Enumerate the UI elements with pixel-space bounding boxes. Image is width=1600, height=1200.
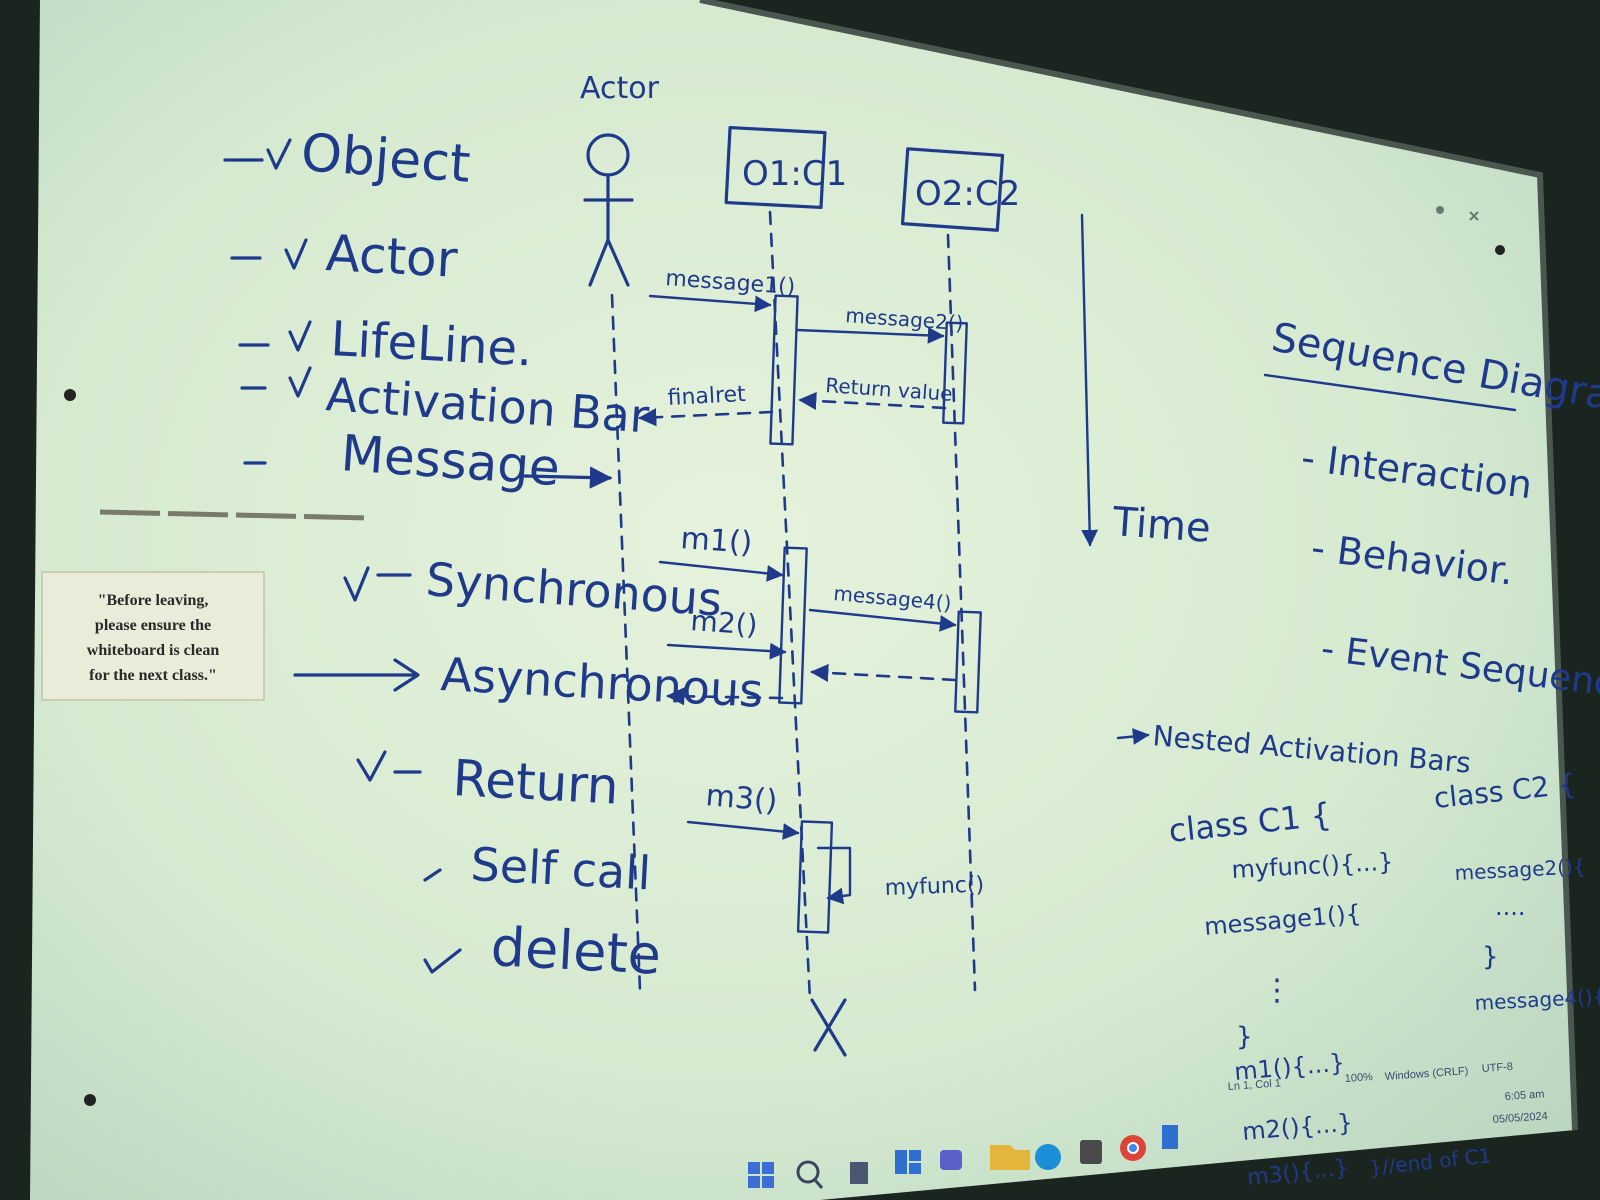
object2-label: O2:C2 [915,174,1020,214]
separator-line [99,509,371,521]
arrow-message1 [648,294,772,313]
task-view-icon [850,1162,868,1184]
edge-icon [1035,1144,1061,1170]
arrow-final-ret [638,408,774,427]
label-time: Time [1110,499,1212,552]
time-arrow [1080,213,1099,547]
object1-label: O1:C1 [742,154,847,194]
arrow-async-return [666,687,784,706]
arrow-message2 [795,326,945,344]
arrow-m3 [686,820,800,840]
code-dots2: .... [1495,893,1526,921]
list-actor: Actor [324,224,459,289]
label-m2: m2() [690,604,759,642]
arrow-message4 [808,608,957,632]
arrow-return-o2 [810,663,957,683]
projected-taskbar: Ln 1, Col 1 100% Windows (CRLF) UTF-8 6:… [748,1061,1548,1189]
search-icon [796,1160,824,1189]
label-myfunc: myfunc() [884,873,984,901]
board-magnet [84,1094,96,1106]
object1-box [724,125,827,210]
file-explorer-icon [990,1145,1030,1170]
note-line-1: "Before leaving, [98,592,209,609]
list-self-call: Self call [469,837,652,900]
notepad-icon [1162,1125,1178,1149]
close-icon [1469,211,1479,221]
board-magnet [1495,245,1505,255]
activation-bar-o1-1 [769,294,799,446]
chat-icon [940,1150,962,1170]
title-underline [1263,373,1517,412]
window-controls [1436,206,1479,221]
activation-bar-o1-2 [778,546,808,705]
board-frame-edge [699,0,1578,1131]
clock-time: 6:05 am [1504,1088,1544,1103]
arrow-m2 [666,642,787,660]
chrome-icon [1120,1135,1146,1161]
board-magnet [64,389,76,401]
arrow-m1 [658,560,784,582]
note-line-2: please ensure the [95,617,211,634]
list-object: Object [299,123,472,195]
window-control-dot [1436,206,1444,214]
note-line-4: for the next class." [89,667,217,684]
list-lifeline: LifeLine. [329,311,533,377]
actor-lifeline [610,293,642,992]
clock-date: 05/05/2024 [1492,1110,1548,1126]
windows-start-icon [748,1162,774,1188]
object2-box [900,147,1005,232]
status-encoding: UTF-8 [1481,1061,1513,1075]
status-pos: Ln 1, Col 1 [1227,1077,1281,1093]
widgets-icon [895,1150,921,1174]
arrow-return-value [798,391,947,410]
delete-x-icon [810,998,847,1057]
code-close1: } [1236,1022,1253,1052]
label-m1: m1() [679,521,753,561]
status-zoom: 100% [1344,1071,1373,1085]
store-icon [1080,1140,1102,1164]
code-dots: ⋮ [1262,973,1292,1008]
activation-bar-o2-1 [942,321,968,425]
sequence-diagram: Actor O1:C1 O2:C2 message1() message2() … [580,71,1212,1057]
actor-stick-figure-icon [583,133,634,287]
activation-bar-o1-3 [796,820,834,934]
object1-lifeline [768,210,812,1002]
code-m3: m3(){...} [1246,1155,1350,1190]
arrow-self-call [816,846,852,905]
label-final-ret: finalret [667,382,747,411]
label-m3: m3() [704,778,778,819]
status-line-endings: Windows (CRLF) [1384,1065,1468,1083]
activation-bar-o2-2 [954,610,982,714]
note-line-3: whiteboard is clean [87,642,220,659]
whiteboard-surface [30,0,1575,1200]
list-return: Return [451,749,620,816]
sticky-note: "Before leaving, please ensure the white… [41,571,265,701]
list-delete: delete [489,915,662,987]
actor-label: Actor [580,71,660,106]
code-end-c1: }//end of C1 [1368,1143,1492,1180]
code-close2: } [1482,942,1499,972]
